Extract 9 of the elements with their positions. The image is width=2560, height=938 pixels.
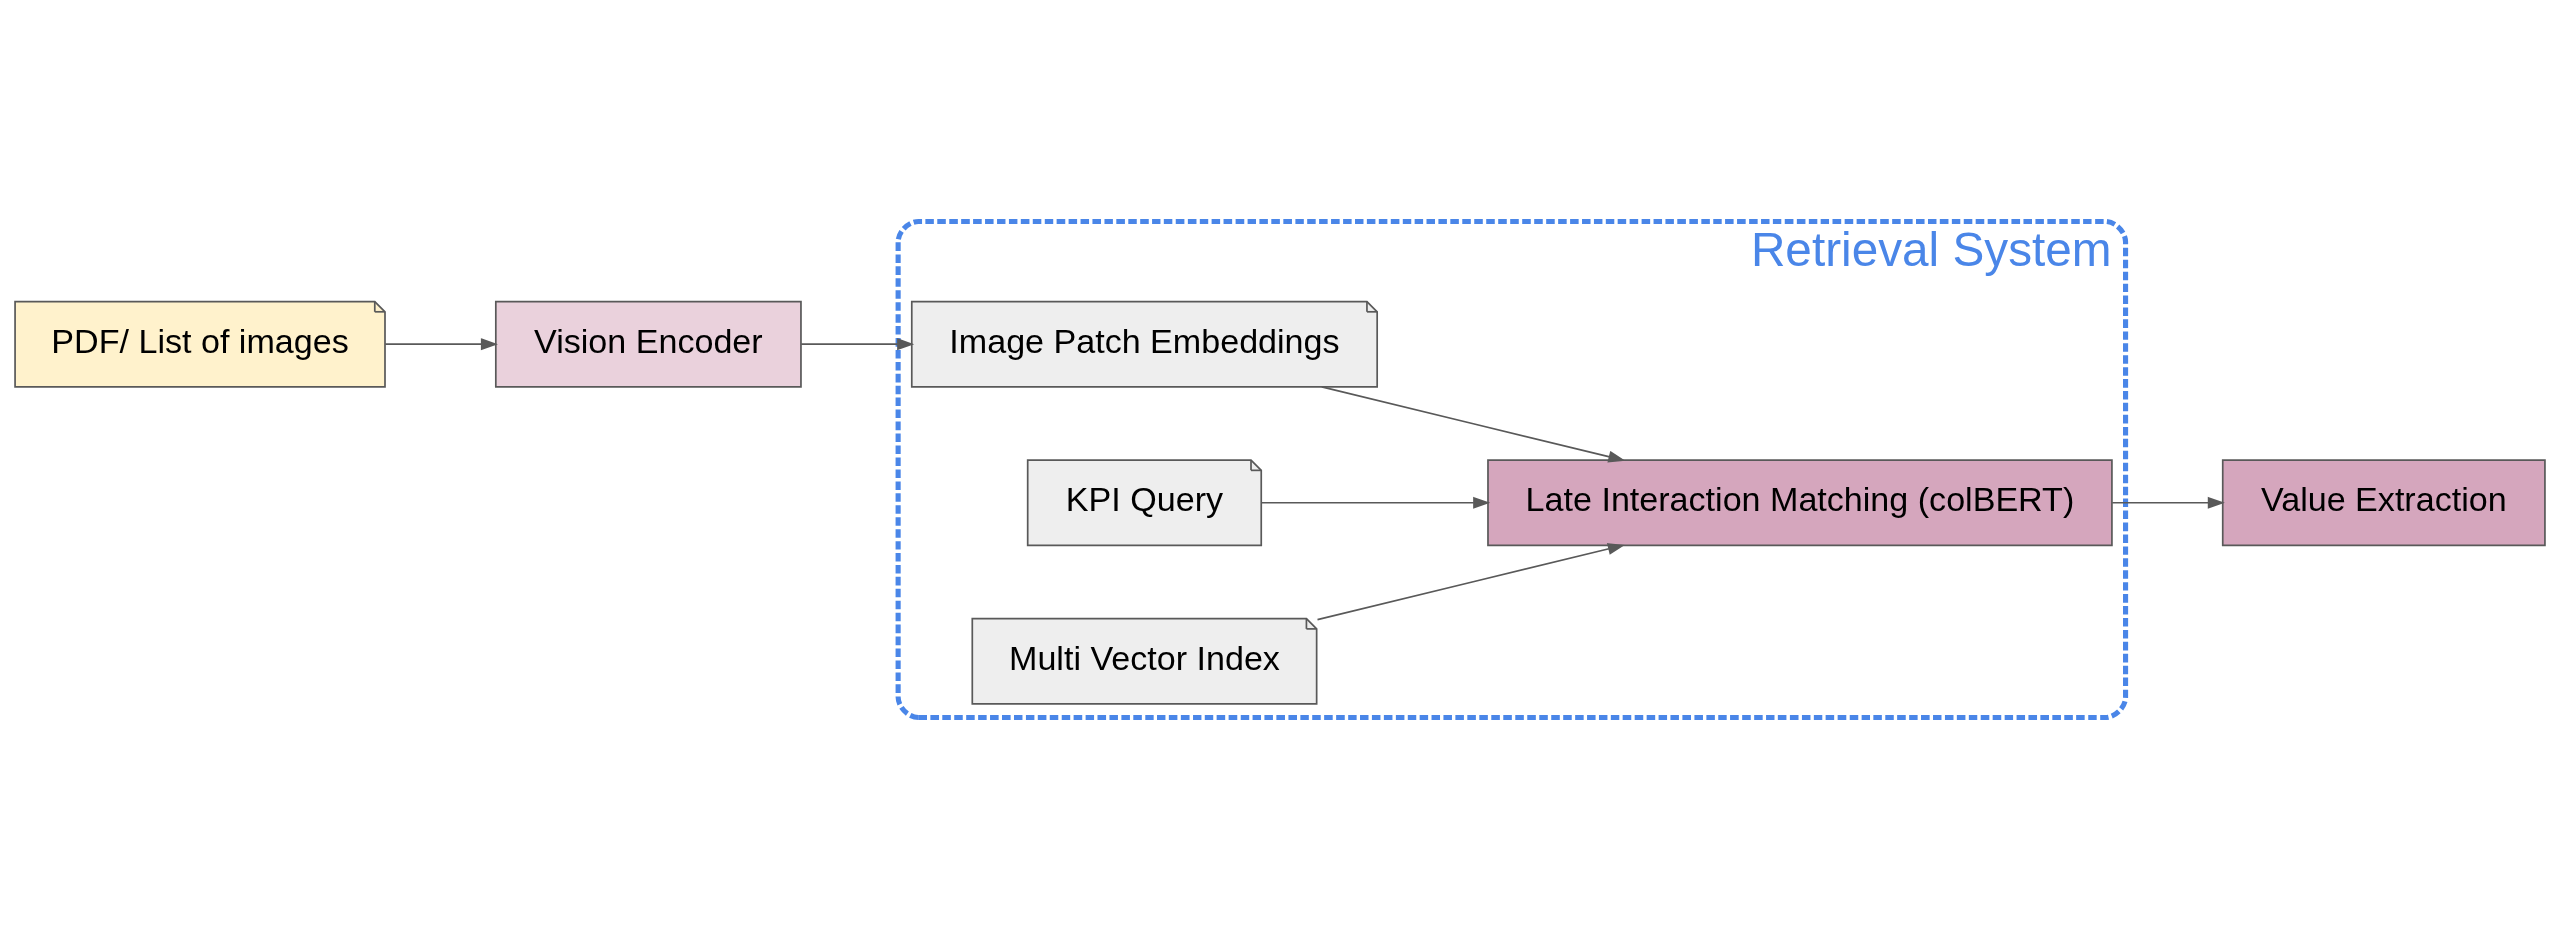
node-box: Vision Encoder <box>494 300 802 388</box>
arrow <box>1320 385 1626 462</box>
arrow <box>384 337 498 350</box>
arrow <box>2111 496 2225 509</box>
arrow <box>1316 542 1625 620</box>
arrow <box>800 337 915 350</box>
node-box: Late Interaction Matching (colBERT) <box>1487 458 2113 546</box>
arrow <box>1260 496 1491 509</box>
node-box: Value Extraction <box>2221 458 2546 546</box>
